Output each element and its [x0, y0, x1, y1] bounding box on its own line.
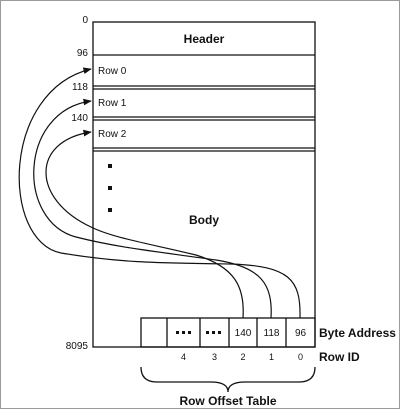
address-96: 96 — [77, 48, 89, 59]
body-dot-3 — [108, 208, 112, 212]
row-0-label: Row 0 — [98, 66, 127, 77]
offset-value-118: 118 — [264, 328, 280, 339]
header-label: Header — [184, 32, 225, 46]
offset-value-140: 140 — [235, 328, 252, 339]
body-label: Body — [189, 213, 219, 227]
row-1-label: Row 1 — [98, 98, 127, 109]
offset-ellipsis-2-dot-3 — [218, 331, 221, 334]
arrow-offset-140-to-row-2 — [45, 129, 244, 319]
offset-ellipsis-1-dot-3 — [188, 331, 191, 334]
row-id-2: 2 — [240, 352, 245, 362]
offset-table — [140, 317, 316, 348]
arrow-offset-96-to-row-0 — [18, 67, 301, 319]
body-dot-2 — [108, 186, 112, 190]
address-118: 118 — [72, 82, 88, 93]
address-140: 140 — [71, 113, 88, 124]
offset-ellipsis-1-dot-1 — [176, 331, 179, 334]
byte-address-label: Byte Address — [319, 326, 396, 340]
offset-ellipsis-2-dot-2 — [212, 331, 215, 334]
address-0: 0 — [82, 15, 88, 26]
row-id-3: 3 — [212, 352, 217, 362]
body-dot-1 — [108, 164, 112, 168]
row-id-1: 1 — [269, 352, 274, 362]
row-2-label: Row 2 — [98, 129, 127, 140]
address-8095: 8095 — [66, 341, 89, 352]
row-offset-brace — [140, 366, 316, 393]
row-offset-table-label: Row Offset Table — [179, 394, 276, 408]
row-id-label: Row ID — [319, 350, 360, 364]
offset-ellipsis-2-dot-1 — [206, 331, 209, 334]
row-id-4: 4 — [181, 352, 186, 362]
offset-value-96: 96 — [295, 328, 307, 339]
arrow-offset-118-to-row-1 — [33, 98, 272, 319]
row-id-0: 0 — [298, 352, 303, 362]
offset-ellipsis-1-dot-2 — [182, 331, 185, 334]
